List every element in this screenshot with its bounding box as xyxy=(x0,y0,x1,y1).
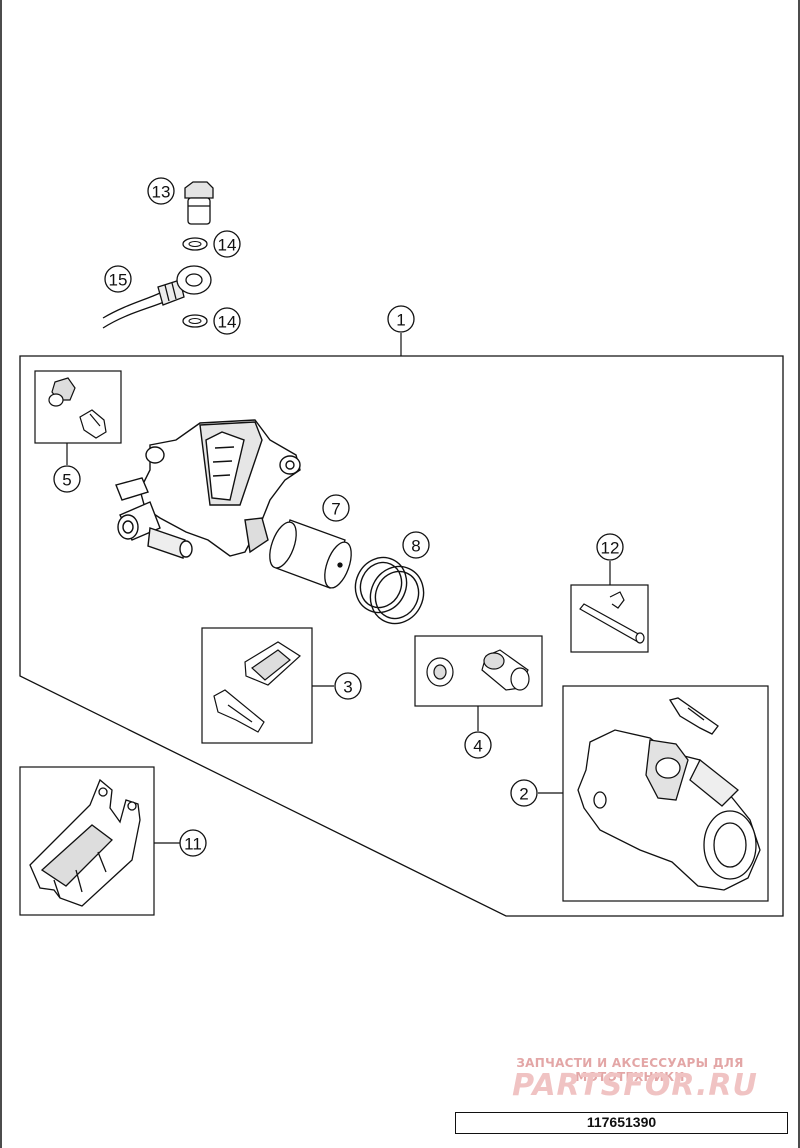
caliper-support-part xyxy=(577,697,761,891)
callout-label-3: 3 xyxy=(343,678,352,697)
callout-label-8: 8 xyxy=(411,537,420,556)
callout-label-12: 12 xyxy=(601,539,620,558)
callout-label-2: 2 xyxy=(519,785,528,804)
callout-label-14-top: 14 xyxy=(218,236,237,255)
watermark-logo: PARTSFOR.RU xyxy=(512,1068,758,1103)
washer-hole-top xyxy=(188,241,202,247)
callout-7: 7 xyxy=(322,494,350,522)
washer-hole-bottom xyxy=(188,318,202,324)
callout-label-13: 13 xyxy=(152,183,171,202)
bleeder-part xyxy=(48,377,107,439)
pin-part xyxy=(579,591,645,644)
callout-15: 15 xyxy=(104,265,132,293)
callout-1: 1 xyxy=(387,305,415,333)
callout-label-1: 1 xyxy=(396,311,405,330)
callout-3: 3 xyxy=(334,672,362,700)
brake-line-part xyxy=(102,265,212,329)
callout-2: 2 xyxy=(510,779,538,807)
callout-label-15: 15 xyxy=(109,271,128,290)
banjo-bolt-part xyxy=(184,181,214,225)
callout-12: 12 xyxy=(596,533,624,561)
callout-label-11: 11 xyxy=(184,835,202,854)
watermark-subtitle: ЗАПЧАСТИ И АКСЕССУАРЫ ДЛЯ МОТОТЕХНИКИ xyxy=(516,1056,744,1084)
pad-spring-part xyxy=(213,641,301,733)
bushing-part xyxy=(426,649,530,691)
callout-label-7: 7 xyxy=(331,500,340,519)
brake-pads-part xyxy=(29,778,141,907)
box-11 xyxy=(19,766,155,916)
washer-part-bottom xyxy=(182,314,208,328)
piston-part xyxy=(269,519,352,589)
callout-8: 8 xyxy=(402,531,430,559)
callout-14-top: 14 xyxy=(213,230,241,258)
callout-11: 11 xyxy=(179,829,207,857)
callout-label-14-bottom: 14 xyxy=(218,313,237,332)
callout-14-bottom: 14 xyxy=(213,307,241,335)
callout-5: 5 xyxy=(53,465,81,493)
box-5 xyxy=(34,370,122,444)
caliper-body-part xyxy=(115,419,301,559)
callout-label-5: 5 xyxy=(62,471,71,490)
washer-part-top xyxy=(182,237,208,251)
assembly-frame xyxy=(19,355,784,917)
callout-label-4: 4 xyxy=(473,737,482,756)
diagram-code: 117651390 xyxy=(455,1112,788,1134)
callout-13: 13 xyxy=(147,177,175,205)
callout-4: 4 xyxy=(464,731,492,759)
seal-ring-part xyxy=(354,556,425,625)
